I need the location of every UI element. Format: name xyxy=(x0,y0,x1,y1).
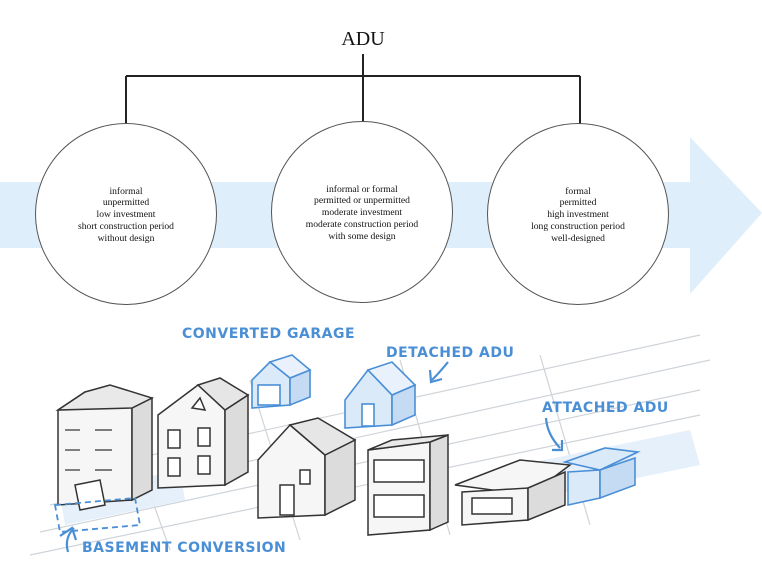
category-line: moderate construction period xyxy=(305,218,419,230)
diagram-root-title: ADU xyxy=(341,28,385,50)
basement-conversion-label: BASEMENT CONVERSION xyxy=(82,540,287,556)
house-modern xyxy=(367,433,449,536)
category-text: informal or formal permitted or unpermit… xyxy=(306,182,418,243)
category-line: informal xyxy=(109,185,143,197)
category-line: with some design xyxy=(328,230,396,242)
label-arrows xyxy=(59,361,564,553)
converted-garage-label: CONVERTED GARAGE xyxy=(182,326,356,342)
detached-adu xyxy=(344,361,417,429)
category-line: unpermitted xyxy=(102,197,150,209)
category-line: formal xyxy=(565,185,591,197)
adu-illustration xyxy=(29,334,711,556)
category-line: well-designed xyxy=(551,232,605,244)
house-center xyxy=(257,417,357,519)
converted-garage xyxy=(251,354,312,409)
category-line: without design xyxy=(97,232,155,244)
category-line: permitted xyxy=(559,197,597,209)
attached-adu-label: ATTACHED ADU xyxy=(542,400,669,416)
house-ranch xyxy=(454,459,572,526)
category-line: high investment xyxy=(547,209,609,221)
category-circle-informal: informal unpermitted low investment shor… xyxy=(35,123,217,305)
attached-adu xyxy=(562,447,641,506)
category-line: moderate investment xyxy=(321,207,403,219)
house-two-story xyxy=(157,377,250,489)
category-line: informal or formal xyxy=(326,183,398,195)
basement-outline xyxy=(53,497,142,533)
category-text: formal permitted high investment long co… xyxy=(531,184,625,245)
house-basement xyxy=(55,384,155,511)
tree-connectors xyxy=(125,54,581,128)
detached-adu-label: DETACHED ADU xyxy=(386,345,515,361)
category-circle-formal: formal permitted high investment long co… xyxy=(487,123,669,305)
category-text: informal unpermitted low investment shor… xyxy=(78,184,174,245)
category-line: low investment xyxy=(96,209,156,221)
category-line: permitted or unpermitted xyxy=(314,195,410,207)
category-circle-mixed: informal or formal permitted or unpermit… xyxy=(271,121,453,303)
category-line: short construction period xyxy=(78,220,174,232)
category-line: long construction period xyxy=(531,220,625,232)
